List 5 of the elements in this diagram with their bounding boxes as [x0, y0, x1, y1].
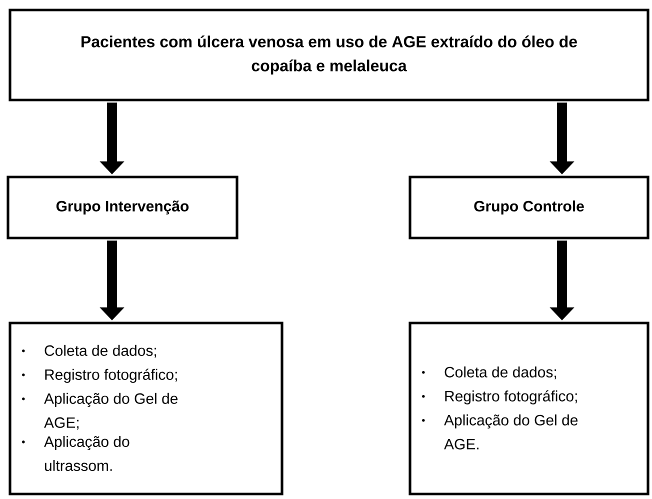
- group-box: Grupo Controle: [408, 176, 650, 240]
- title-box: Pacientes com úlcera venosa em uso de AGE extraído do óleo de copaíba e melaleuca: [8, 8, 650, 102]
- bulleted-list-box: Coleta de dados; Registro fotográfico; Aplicação do Gel de AGE; Aplicação do ultrassom.: [8, 322, 284, 496]
- bulleted-list-box: Coleta de dados; Registro fotográfico; Aplicação do Gel de AGE.: [408, 322, 650, 496]
- group-box: Grupo Intervenção: [6, 176, 238, 240]
